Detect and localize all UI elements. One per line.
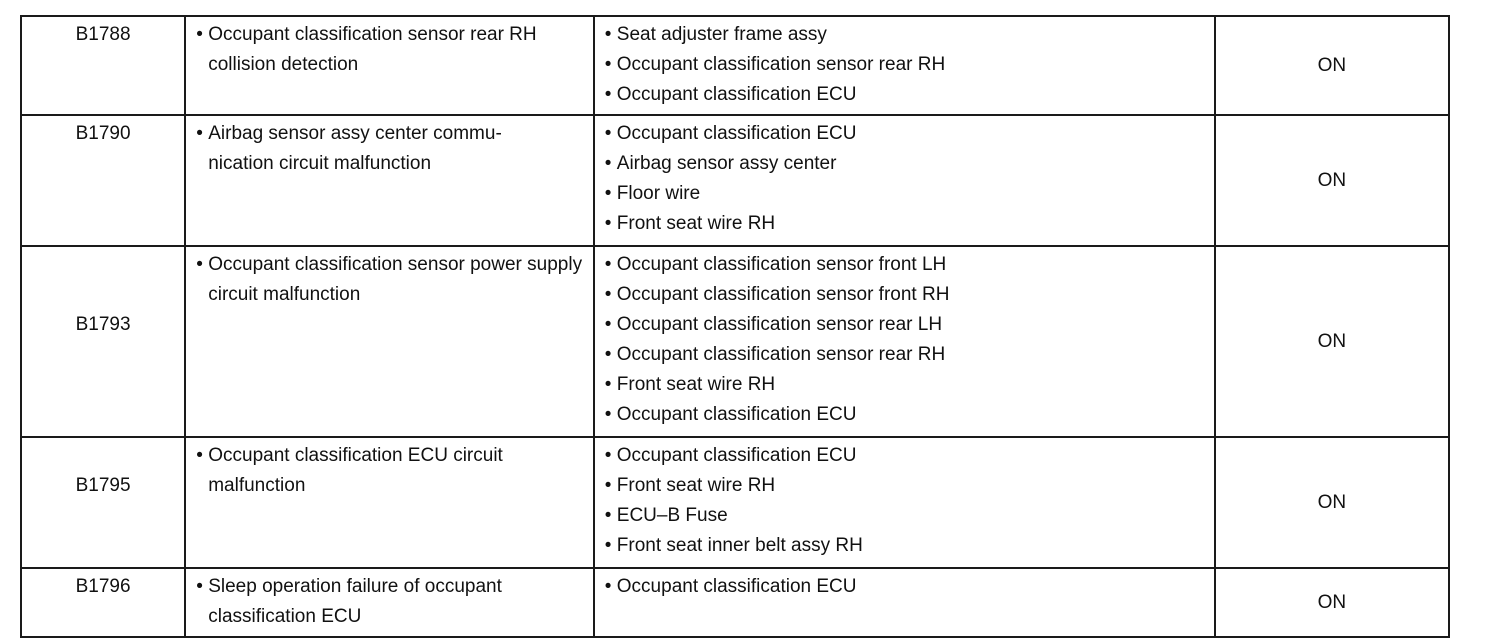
dtc-code: B1796 bbox=[75, 576, 131, 597]
trouble-area-item: Front seat wire RH bbox=[605, 370, 1204, 400]
trouble-area-list: Occupant classification ECU Airbag senso… bbox=[605, 119, 1204, 239]
warning-lamp-cell: ON bbox=[1213, 436, 1451, 569]
detection-item: Occupant classification ECU circuit malf… bbox=[196, 441, 583, 501]
trouble-area-item: Occupant classification ECU bbox=[605, 80, 1204, 110]
trouble-area-cell: Occupant classification ECU bbox=[592, 567, 1216, 638]
table-row: B1795 Occupant classification ECU circui… bbox=[19, 436, 1451, 569]
trouble-area-item: ECU–B Fuse bbox=[605, 501, 1204, 531]
dtc-table: B1788 Occupant classification sensor rea… bbox=[19, 15, 1451, 638]
trouble-area-cell: Occupant classification ECU Front seat w… bbox=[592, 436, 1216, 569]
dtc-code-cell: B1795 bbox=[19, 436, 187, 569]
dtc-code: B1788 bbox=[75, 24, 131, 45]
dtc-code-cell: B1793 bbox=[19, 245, 187, 438]
warning-lamp-status: ON bbox=[1317, 169, 1347, 191]
dtc-code-cell: B1796 bbox=[19, 567, 187, 638]
trouble-area-item: Occupant classification ECU bbox=[605, 441, 1204, 471]
trouble-area-list: Occupant classification ECU bbox=[605, 572, 1204, 602]
table-row: B1790 Airbag sensor assy center commu-ni… bbox=[19, 114, 1451, 247]
trouble-area-item: Occupant classification ECU bbox=[605, 572, 1204, 602]
dtc-code: B1793 bbox=[75, 314, 131, 335]
warning-lamp-status: ON bbox=[1317, 491, 1347, 513]
dtc-code: B1790 bbox=[75, 123, 131, 144]
warning-lamp-cell: ON bbox=[1213, 114, 1451, 247]
trouble-area-item: Seat adjuster frame assy bbox=[605, 20, 1204, 50]
warning-lamp-status: ON bbox=[1317, 591, 1347, 613]
detection-item: Sleep operation failure of occupant clas… bbox=[196, 572, 583, 632]
detection-item-cell: Airbag sensor assy center commu-nication… bbox=[184, 114, 595, 247]
trouble-area-cell: Occupant classification ECU Airbag senso… bbox=[592, 114, 1216, 247]
trouble-area-list: Occupant classification sensor front LH … bbox=[605, 250, 1204, 430]
trouble-area-item: Floor wire bbox=[605, 179, 1204, 209]
detection-item-cell: Occupant classification ECU circuit malf… bbox=[184, 436, 595, 569]
trouble-area-list: Occupant classification ECU Front seat w… bbox=[605, 441, 1204, 561]
trouble-area-list: Seat adjuster frame assy Occupant classi… bbox=[605, 20, 1204, 110]
warning-lamp-cell: ON bbox=[1213, 15, 1451, 116]
dtc-code-cell: B1790 bbox=[19, 114, 187, 247]
table-row: B1788 Occupant classification sensor rea… bbox=[19, 15, 1451, 116]
trouble-area-item: Front seat wire RH bbox=[605, 209, 1204, 239]
warning-lamp-status: ON bbox=[1317, 54, 1347, 76]
trouble-area-item: Front seat wire RH bbox=[605, 471, 1204, 501]
dtc-code: B1795 bbox=[75, 475, 131, 496]
trouble-area-item: Occupant classification sensor rear LH bbox=[605, 310, 1204, 340]
trouble-area-item: Airbag sensor assy center bbox=[605, 149, 1204, 179]
table-row: B1796 Sleep operation failure of occupan… bbox=[19, 567, 1451, 638]
dtc-code-cell: B1788 bbox=[19, 15, 187, 116]
dtc-table-body: B1788 Occupant classification sensor rea… bbox=[19, 15, 1451, 638]
trouble-area-item: Front seat inner belt assy RH bbox=[605, 531, 1204, 561]
detection-item: Occupant classification sensor rear RH c… bbox=[196, 20, 583, 80]
detection-item-cell: Sleep operation failure of occupant clas… bbox=[184, 567, 595, 638]
detection-item: Airbag sensor assy center commu-nication… bbox=[196, 119, 583, 179]
trouble-area-cell: Occupant classification sensor front LH … bbox=[592, 245, 1216, 438]
trouble-area-item: Occupant classification ECU bbox=[605, 119, 1204, 149]
warning-lamp-cell: ON bbox=[1213, 567, 1451, 638]
trouble-area-item: Occupant classification sensor front LH bbox=[605, 250, 1204, 280]
trouble-area-item: Occupant classification sensor rear RH bbox=[605, 340, 1204, 370]
trouble-area-cell: Seat adjuster frame assy Occupant classi… bbox=[592, 15, 1216, 116]
warning-lamp-cell: ON bbox=[1213, 245, 1451, 438]
table-row: B1793 Occupant classification sensor pow… bbox=[19, 245, 1451, 438]
detection-item-cell: Occupant classification sensor rear RH c… bbox=[184, 15, 595, 116]
detection-item-cell: Occupant classification sensor power sup… bbox=[184, 245, 595, 438]
trouble-area-item: Occupant classification sensor front RH bbox=[605, 280, 1204, 310]
warning-lamp-status: ON bbox=[1317, 330, 1347, 352]
trouble-area-item: Occupant classification sensor rear RH bbox=[605, 50, 1204, 80]
trouble-area-item: Occupant classification ECU bbox=[605, 400, 1204, 430]
detection-item: Occupant classification sensor power sup… bbox=[196, 250, 583, 310]
